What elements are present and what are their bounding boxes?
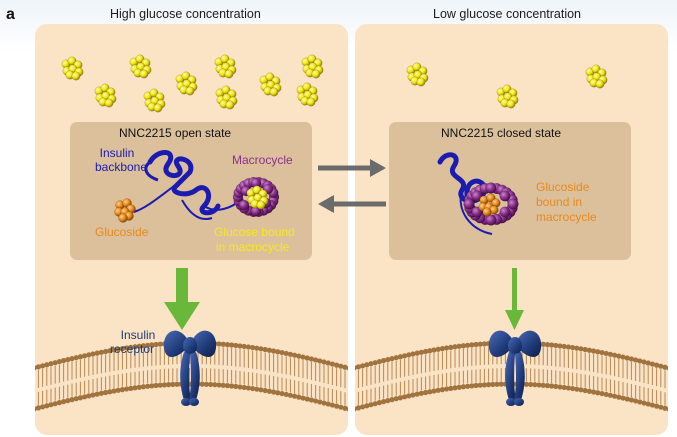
glucoside-bound-label-line1: Glucoside [536,180,590,194]
receptor-label-line1: Insulin [120,328,156,342]
open-state-molecule [114,150,280,223]
glucose-molecule-icon [175,71,198,96]
panel-label: a [6,6,15,23]
receptor-label-line2: receptor [109,342,155,356]
open-state-title: NNC2215 open state [119,126,232,140]
macrocycle-closed-icon [463,182,519,226]
glucose-molecule-icon [215,85,238,110]
insulin-backbone-label-line1: Insulin [99,146,135,160]
closed-state-molecule [437,152,519,235]
glucose-molecule-icon [585,64,608,89]
glucoside-bound-label-line2: bound in [536,195,583,209]
glucose-molecule-icon [406,62,429,87]
insulin-receptor-left-icon [163,330,217,406]
glucose-molecule-icon [301,54,324,79]
equilibrium-arrows [318,159,386,213]
glucoside-bound-label-line3: macrocycle [536,210,597,224]
right-heading: Low glucose concentration [433,7,582,21]
glucose-molecule-icon [129,54,152,79]
glucose-bound-label-line1: Glucose bound [214,225,295,239]
bound-glucose-icon [246,185,269,210]
closed-state-title: NNC2215 closed state [441,126,562,140]
free-glucose-clusters [61,54,608,113]
glucose-molecule-icon [94,83,117,108]
glucose-bound-label-line2: in macrocycle [216,240,290,254]
glucoside-icon [114,198,136,223]
left-heading: High glucose concentration [110,7,261,21]
thick-signal-arrow-icon [164,268,200,330]
glucose-molecule-icon [259,72,282,97]
glucose-molecule-icon [496,84,519,109]
glucose-molecule-icon [296,82,319,107]
glucose-molecule-icon [143,88,166,113]
macrocycle-icon [232,176,280,218]
glucose-molecule-icon [61,56,84,81]
insulin-backbone-label-line2: backbone [94,160,148,174]
thin-signal-arrow-icon [505,268,524,330]
forward-arrow [318,159,386,177]
bound-glucoside-icon [478,193,501,217]
macrocycle-label: Macrocycle [232,153,293,167]
reverse-arrow [318,195,386,213]
insulin-receptor-right-icon [488,330,542,406]
glucose-molecule-icon [214,54,237,79]
glucoside-label: Glucoside [95,225,149,239]
